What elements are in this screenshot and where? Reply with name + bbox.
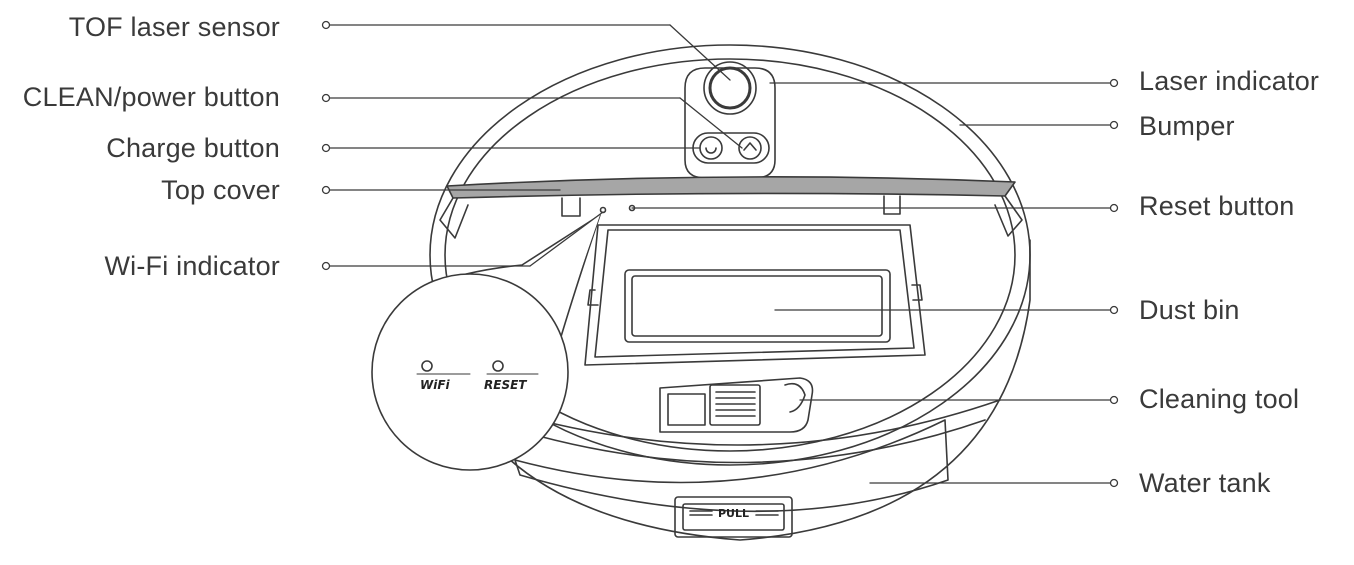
pull-handle	[674, 496, 793, 538]
right-hinge	[883, 195, 901, 215]
bumper-rim	[429, 44, 1031, 466]
pull-label: PULL	[718, 507, 749, 520]
inset-wifi-led	[421, 360, 433, 372]
cleaning-tool	[659, 377, 814, 433]
label-top-cover: Top cover	[161, 175, 280, 205]
label-water-tank: Water tank	[1139, 468, 1271, 498]
label-bumper: Bumper	[1139, 111, 1235, 141]
label-clean-power-button: CLEAN/power button	[22, 82, 280, 112]
leader-dots-right	[1109, 78, 1119, 488]
label-cleaning-tool: Cleaning tool	[1139, 384, 1300, 414]
label-laser-indicator: Laser indicator	[1139, 66, 1320, 96]
water-tank-panel	[514, 419, 949, 513]
label-dust-bin: Dust bin	[1139, 295, 1240, 325]
top-cover	[446, 176, 1016, 199]
leader-lines-right	[631, 82, 1111, 484]
left-lid-post	[439, 197, 469, 239]
leader-lines-left	[329, 24, 743, 267]
inset-wifi-label: WiFi	[420, 378, 451, 392]
left-hinge	[561, 197, 581, 217]
dust-bin	[584, 224, 926, 366]
tof-laser-sensor-icon	[703, 61, 757, 115]
inset-reset-led	[492, 360, 504, 372]
label-tof-laser-sensor: TOF laser sensor	[68, 12, 280, 42]
wifi-reset-inset	[371, 214, 601, 471]
inset-reset-label: RESET	[484, 378, 527, 392]
label-wifi-indicator: Wi-Fi indicator	[104, 251, 280, 281]
top-inner-rim	[444, 58, 1016, 452]
label-reset-button: Reset button	[1139, 191, 1295, 221]
label-charge-button: Charge button	[106, 133, 280, 163]
power-button-icon	[699, 136, 723, 160]
charge-button-icon	[738, 136, 762, 160]
laser-tower	[684, 61, 776, 179]
front-rim-inner	[484, 419, 986, 464]
leader-dots-left	[321, 20, 331, 271]
right-lid-post	[994, 195, 1023, 237]
